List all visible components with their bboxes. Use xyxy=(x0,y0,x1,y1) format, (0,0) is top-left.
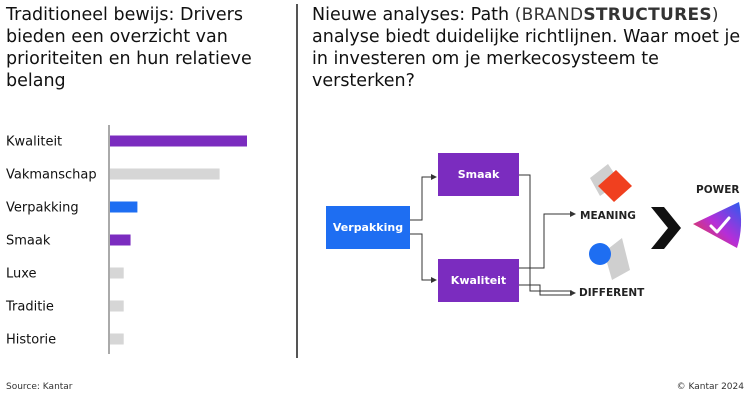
brand-bold: STRUCTURES xyxy=(583,5,712,25)
category-label: Vakmanschap xyxy=(6,168,97,183)
brand-close: ) xyxy=(711,5,719,25)
arrowhead xyxy=(431,174,437,180)
node-kwaliteit: Kwaliteit xyxy=(438,259,519,302)
bar xyxy=(110,201,138,213)
category-label: Kwaliteit xyxy=(6,135,62,150)
different-icon-blue-circle xyxy=(589,243,611,265)
bar xyxy=(110,135,247,147)
outcome-power-label: POWER xyxy=(696,184,740,196)
connector-kwaliteit-different xyxy=(519,284,572,296)
category-label: Historie xyxy=(6,333,56,348)
arrowhead xyxy=(570,211,576,217)
bar xyxy=(110,300,124,312)
chevron-right-icon xyxy=(651,207,681,249)
connector-smaak-different xyxy=(519,174,572,292)
arrowhead xyxy=(570,290,576,296)
driver-bar-chart: KwaliteitVakmanschapVerpakkingSmaakLuxeT… xyxy=(5,125,247,354)
different-icon xyxy=(589,238,630,280)
category-label: Smaak xyxy=(6,234,51,249)
right-title-prefix: Nieuwe analyses: Path xyxy=(312,5,510,25)
meaning-icon-grey-shape xyxy=(590,164,620,196)
meaning-icon xyxy=(590,164,632,202)
connector-verpakking-kwaliteit xyxy=(410,233,436,281)
outcome-different-label: DIFFERENT xyxy=(579,287,645,299)
outcome-meaning-label: MEANING xyxy=(580,210,636,222)
power-icon-fan xyxy=(693,202,742,248)
bar xyxy=(110,333,124,345)
left-title: Traditioneel bewijs: Drivers bieden een … xyxy=(6,5,252,91)
power-icon xyxy=(693,202,742,248)
footer-copyright: © Kantar 2024 xyxy=(676,382,744,392)
arrowhead xyxy=(431,277,437,283)
connector-kwaliteit-meaning xyxy=(519,213,572,269)
connector-verpakking-smaak xyxy=(410,176,436,221)
brand-structures-logo: (BRANDSTRUCTURES) xyxy=(515,5,719,25)
bar xyxy=(110,234,131,246)
meaning-icon-red-shape xyxy=(598,170,632,202)
brand-light: (BRAND xyxy=(514,5,584,25)
right-title: Nieuwe analyses: Path (BRANDSTRUCTURES) … xyxy=(312,4,744,92)
bar xyxy=(110,168,220,180)
category-label: Luxe xyxy=(6,267,37,282)
divider xyxy=(296,4,298,358)
bar xyxy=(110,267,124,279)
node-verpakking: Verpakking xyxy=(326,206,410,249)
category-label: Verpakking xyxy=(6,201,79,216)
check-icon xyxy=(709,216,731,234)
footer-source: Source: Kantar xyxy=(6,382,73,392)
node-smaak: Smaak xyxy=(438,153,519,196)
right-title-rest: analyse biedt duidelijke richtlijnen. Wa… xyxy=(312,27,741,91)
category-label: Traditie xyxy=(5,300,54,315)
different-icon-grey-shape xyxy=(604,238,630,280)
